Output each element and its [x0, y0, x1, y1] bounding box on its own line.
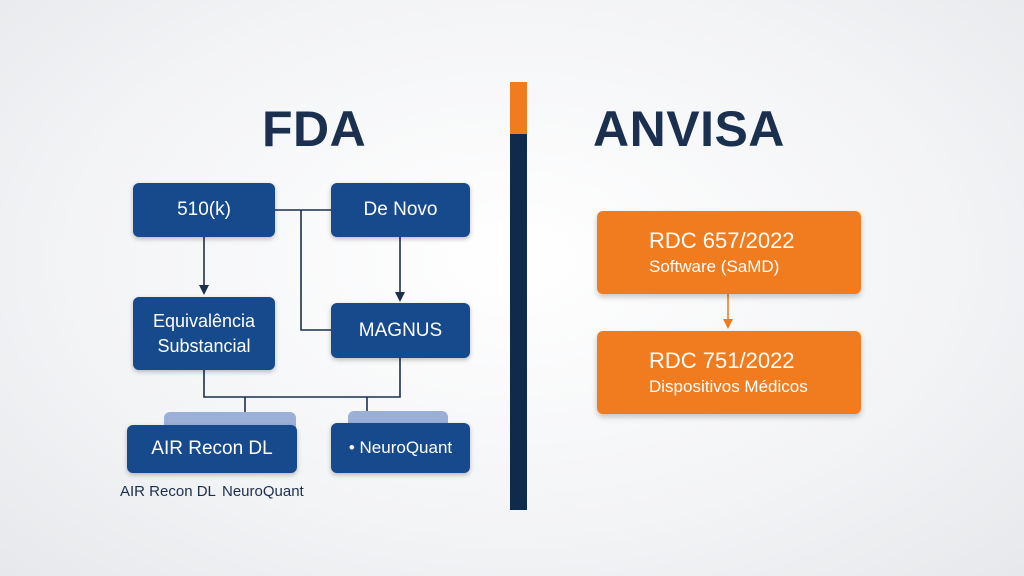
- box-rdc-751-2022: RDC 751/2022 Dispositivos Médicos: [597, 331, 861, 414]
- box-air-recon-dl: AIR Recon DL: [127, 425, 297, 473]
- arrowhead-rdc751: [723, 319, 733, 329]
- divider-accent: [510, 82, 527, 134]
- box-magnus: MAGNUS: [331, 303, 470, 358]
- caption-neuroquant: NeuroQuant: [222, 483, 304, 500]
- box-510k: 510(k): [133, 183, 275, 237]
- connector-510k-magnus: [300, 210, 331, 331]
- arrowhead-equivalencia: [199, 285, 209, 295]
- caption-air-recon-dl: AIR Recon DL: [120, 483, 216, 500]
- divider-line: [510, 134, 527, 510]
- fda-title: FDA: [262, 101, 367, 157]
- rdc-751-sublabel: Dispositivos Médicos: [649, 376, 808, 396]
- rdc-751-label: RDC 751/2022: [649, 347, 795, 373]
- box-rdc-657-2022: RDC 657/2022 Software (SaMD): [597, 211, 861, 294]
- box-neuroquant: • NeuroQuant: [331, 423, 470, 473]
- anvisa-title: ANVISA: [593, 101, 785, 157]
- box-equivalencia-substancial: Equivalência Substancial: [133, 297, 275, 370]
- box-de-novo: De Novo: [331, 183, 470, 237]
- arrowhead-magnus: [395, 292, 405, 302]
- rdc-657-label: RDC 657/2022: [649, 227, 795, 253]
- rdc-657-sublabel: Software (SaMD): [649, 256, 780, 276]
- connector-merge: [203, 358, 401, 398]
